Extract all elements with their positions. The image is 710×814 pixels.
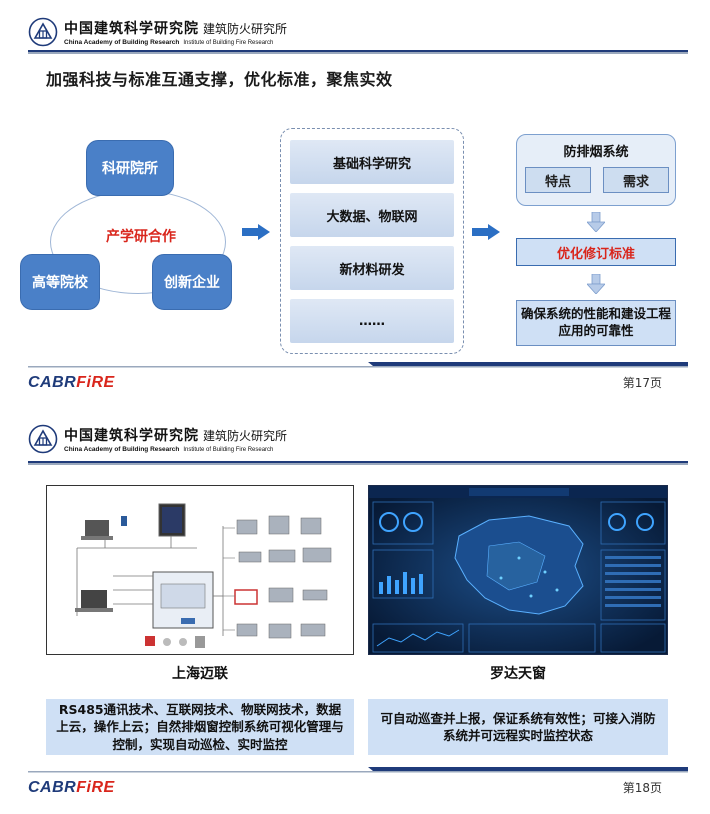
slide-18: 中国建筑科学研究院 建筑防火研究所 China Academy of Build…: [0, 407, 710, 814]
footer-divider: [28, 362, 688, 368]
smoke-system-panel: 防排烟系统 特点 需求: [516, 134, 676, 206]
caption-luoda-skylight: 罗达天窗: [490, 666, 546, 682]
box-ensure-reliability: 确保系统的性能和建设工程应用的可靠性: [516, 300, 676, 346]
arrow-right-icon: [472, 224, 500, 240]
slide-17: 中国建筑科学研究院 建筑防火研究所 China Academy of Build…: [20, 12, 688, 391]
institute-name-en: Institute of Building Fire Research: [183, 40, 274, 46]
footer-divider: [28, 767, 688, 773]
box-requirements: 需求: [603, 167, 669, 193]
arrow-right-icon: [242, 224, 270, 240]
monitoring-dashboard-illustration: [369, 486, 667, 654]
box-innovative-enterprises: 创新企业: [152, 254, 232, 310]
page-number: 第18页: [622, 781, 662, 795]
page-number: 第17页: [622, 376, 662, 390]
item-new-materials: 新材料研发: [290, 246, 454, 290]
industry-academia-cooperation: 产学研合作: [106, 229, 176, 245]
header: 中国建筑科学研究院 建筑防火研究所 China Academy of Build…: [28, 12, 287, 52]
org-name-en: China Academy of Building Research: [64, 446, 180, 453]
smoke-system-title: 防排烟系统: [563, 145, 629, 160]
org-name: 中国建筑科学研究院 建筑防火研究所 China Academy of Build…: [64, 18, 287, 46]
cabr-logo-icon: [28, 17, 58, 47]
luoda-skylight-dashboard: [368, 485, 668, 655]
slide-title: 加强科技与标准互通支撑，优化标准，聚焦实效: [46, 70, 393, 89]
org-name-en: China Academy of Building Research: [64, 39, 180, 46]
caption-shanghai-mailian: 上海迈联: [172, 666, 228, 682]
box-optimize-standards: 优化修订标准: [516, 238, 676, 266]
header: 中国建筑科学研究院 建筑防火研究所 China Academy of Build…: [28, 419, 287, 459]
box-research-institutes: 科研院所: [86, 140, 174, 196]
box-characteristics: 特点: [525, 167, 591, 193]
desc-shanghai-mailian: RS485通讯技术、互联网技术、物联网技术，数据上云，操作上云；自然排烟窗控制系…: [46, 699, 354, 755]
item-basic-science: 基础科学研究: [290, 140, 454, 184]
org-name-cn: 中国建筑科学研究院: [64, 428, 199, 444]
org-name: 中国建筑科学研究院 建筑防火研究所 China Academy of Build…: [64, 425, 287, 453]
institute-name-cn: 建筑防火研究所: [203, 429, 288, 443]
institute-name-en: Institute of Building Fire Research: [183, 447, 274, 453]
box-universities: 高等院校: [20, 254, 100, 310]
org-name-cn: 中国建筑科学研究院: [64, 21, 199, 37]
header-divider: [28, 50, 688, 54]
arrow-down-icon: [587, 274, 605, 294]
item-ellipsis: ……: [290, 299, 454, 343]
header-divider: [28, 461, 688, 465]
cabrfire-logo: CABRFiRE: [28, 779, 115, 796]
item-big-data-iot: 大数据、物联网: [290, 193, 454, 237]
desc-luoda-skylight: 可自动巡查并上报，保证系统有效性；可接入消防系统并可远程实时监控状态: [368, 699, 668, 755]
cabr-logo-icon: [28, 424, 58, 454]
cabrfire-logo: CABRFiRE: [28, 374, 115, 391]
arrow-down-icon: [587, 212, 605, 232]
network-diagram-illustration: [47, 486, 353, 654]
institute-name-cn: 建筑防火研究所: [203, 22, 288, 36]
shanghai-mailian-system-diagram: [46, 485, 354, 655]
